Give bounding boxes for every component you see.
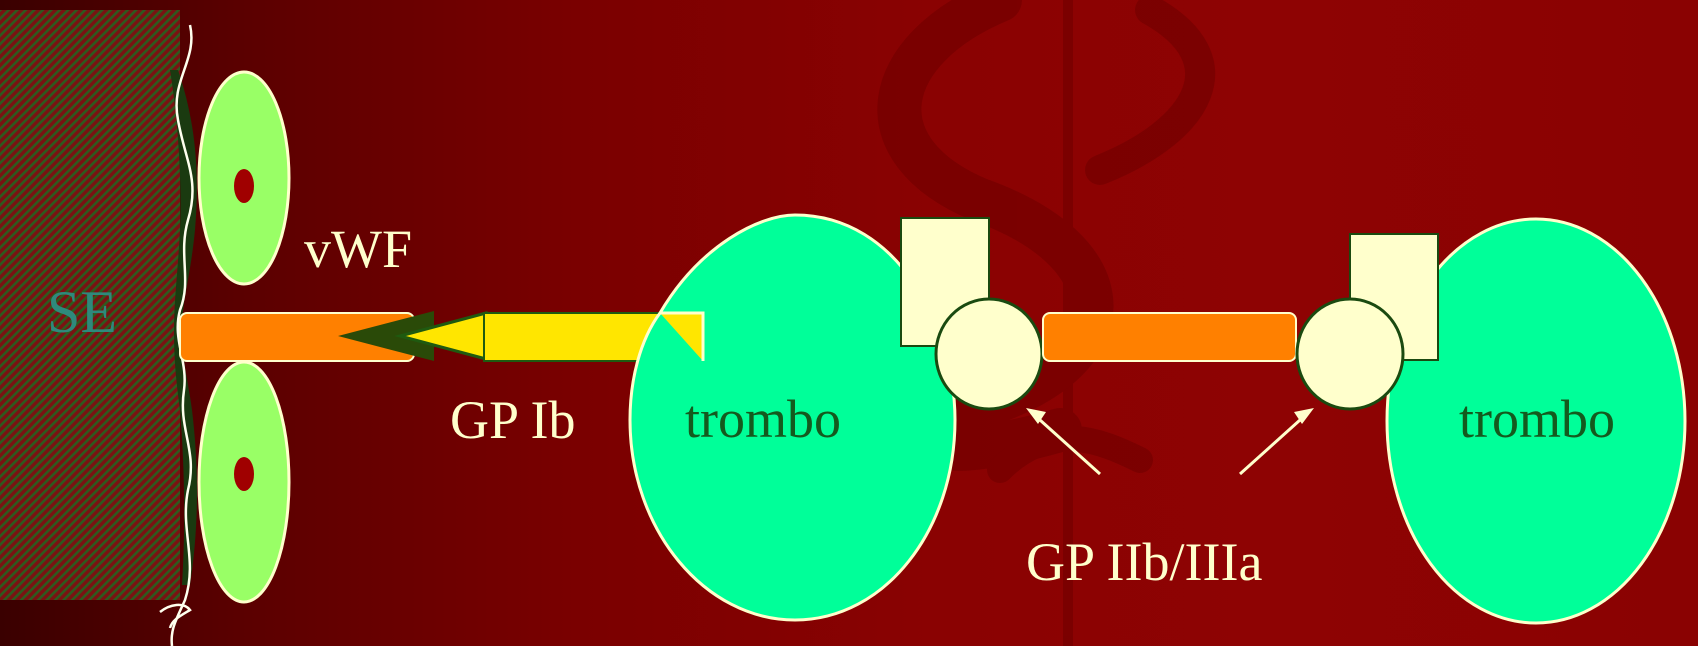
subendothelium-label: SE [47, 279, 118, 345]
gp-iiia-subunit-right [1295, 297, 1405, 411]
gp-ib-arrowhead-shadow [338, 311, 434, 361]
platelet-left-body [628, 213, 957, 622]
gp-ib-label: GP Ib [450, 390, 576, 450]
vessel-wall-hook [159, 603, 192, 629]
fibrinogen-bridge [1042, 312, 1297, 362]
pointer-arrow-left [1026, 408, 1102, 476]
gp-iib-iiia-label: GP IIb/IIIa [1026, 532, 1263, 592]
platelet-right-body [1385, 217, 1687, 625]
gp-iiia-subunit-left [934, 297, 1044, 411]
subendothelium-block [0, 10, 180, 600]
platelet-left-label: trombo [685, 389, 841, 449]
platelet-right-label: trombo [1459, 389, 1615, 449]
vwf-label: vWF [304, 219, 412, 279]
adherent-platelet-top [197, 70, 291, 286]
adherent-platelet-bottom [197, 360, 291, 604]
pointer-arrow-right [1238, 408, 1314, 476]
